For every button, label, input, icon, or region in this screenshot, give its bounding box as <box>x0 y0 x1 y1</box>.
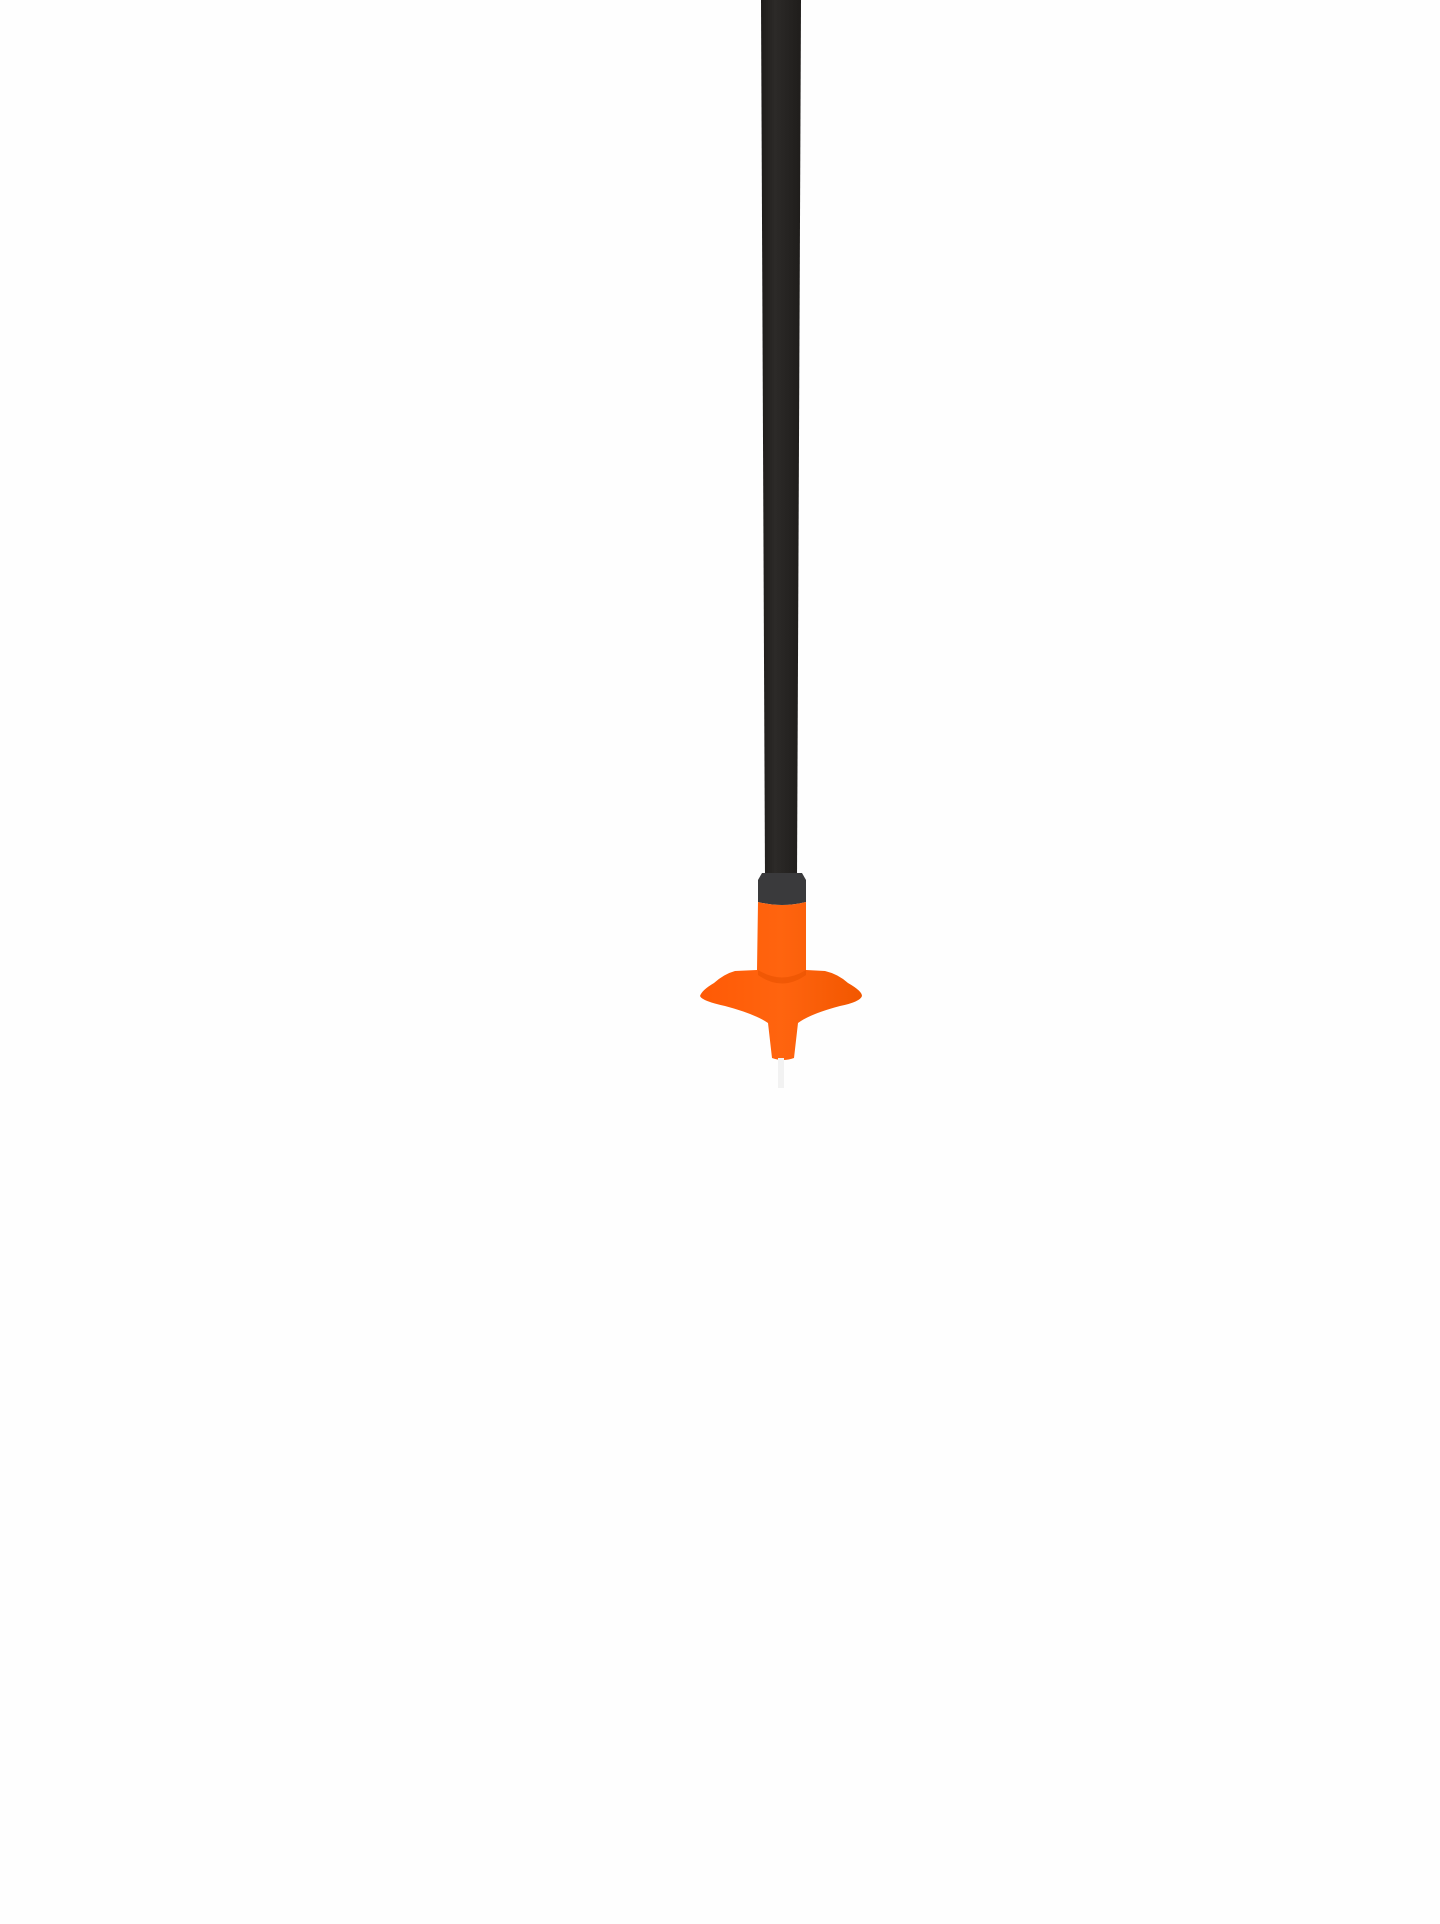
pole-tip <box>778 1058 784 1088</box>
ferrule-collar <box>758 873 806 905</box>
basket-shadow <box>758 970 806 984</box>
pole-shaft <box>761 0 801 880</box>
